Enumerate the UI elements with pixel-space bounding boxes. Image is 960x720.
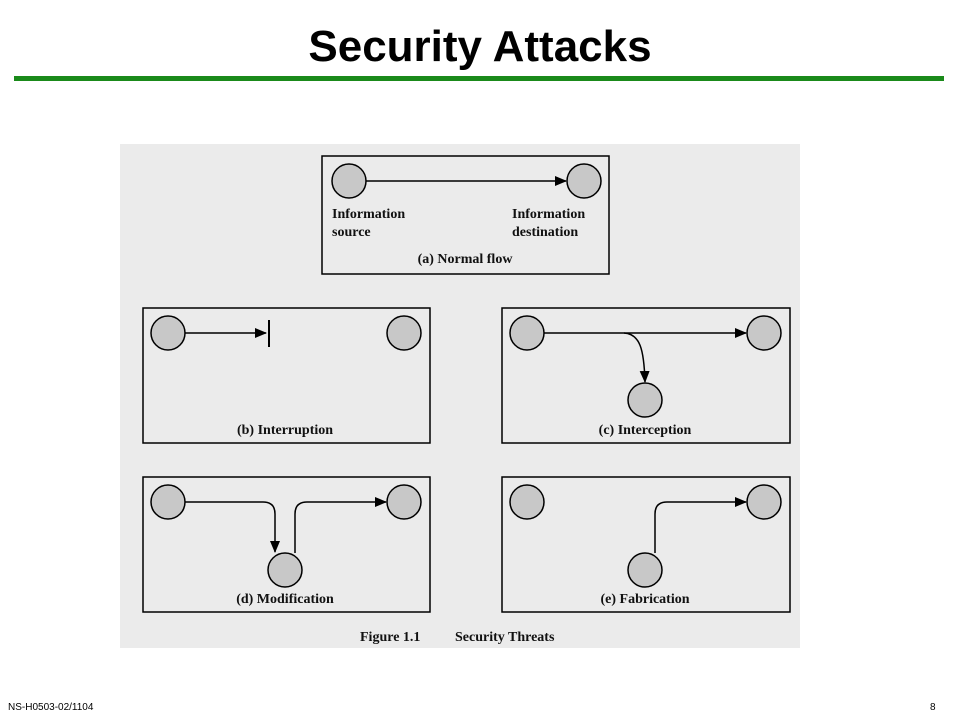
- panel-modification-label: (d) Modification: [236, 592, 334, 607]
- destination-node: [746, 484, 782, 520]
- source-node: [150, 484, 186, 520]
- source-label-line1: Information: [332, 207, 405, 222]
- security-threats-figure: Information source Information destinati…: [120, 144, 800, 648]
- modifier-node: [267, 552, 303, 588]
- figure-caption-title: Security Threats: [455, 630, 555, 645]
- panel-interruption-frame: [142, 307, 431, 444]
- destination-label-line2: destination: [512, 225, 578, 240]
- panel-interception: (c) Interception: [501, 307, 791, 444]
- panel-interception-label: (c) Interception: [599, 423, 692, 438]
- footer-document-id: NS-H0503-02/1104: [8, 702, 94, 713]
- modification-out-arrow: [294, 497, 387, 553]
- destination-node: [386, 484, 422, 520]
- fabricator-node: [627, 552, 663, 588]
- fabrication-arrow: [654, 497, 747, 553]
- panel-interruption: (b) Interruption: [142, 307, 431, 444]
- panel-normal-flow-frame: [321, 155, 610, 275]
- panel-normal-flow-label: (a) Normal flow: [418, 252, 514, 267]
- panel-normal-flow: Information source Information destinati…: [321, 155, 610, 275]
- source-node: [331, 163, 367, 199]
- destination-node: [746, 315, 782, 351]
- source-node: [509, 315, 545, 351]
- destination-node: [386, 315, 422, 351]
- modification-in-arrow: [185, 501, 280, 553]
- title-divider: [14, 76, 944, 81]
- panel-modification: (d) Modification: [142, 476, 431, 613]
- panel-fabrication: (e) Fabrication: [501, 476, 791, 613]
- source-label-line2: source: [332, 225, 371, 240]
- source-node: [509, 484, 545, 520]
- source-node: [150, 315, 186, 351]
- interceptor-node: [627, 382, 663, 418]
- panel-fabrication-label: (e) Fabrication: [600, 592, 689, 607]
- destination-node: [566, 163, 602, 199]
- slide-title: Security Attacks: [308, 22, 652, 71]
- destination-label-line1: Information: [512, 207, 585, 222]
- interception-branch-arrow: [623, 332, 650, 383]
- figure-caption-number: Figure 1.1: [360, 630, 420, 645]
- figure-diagram: Information source Information destinati…: [142, 155, 791, 645]
- panel-interruption-label: (b) Interruption: [237, 423, 333, 438]
- footer-page-number: 8: [930, 702, 936, 713]
